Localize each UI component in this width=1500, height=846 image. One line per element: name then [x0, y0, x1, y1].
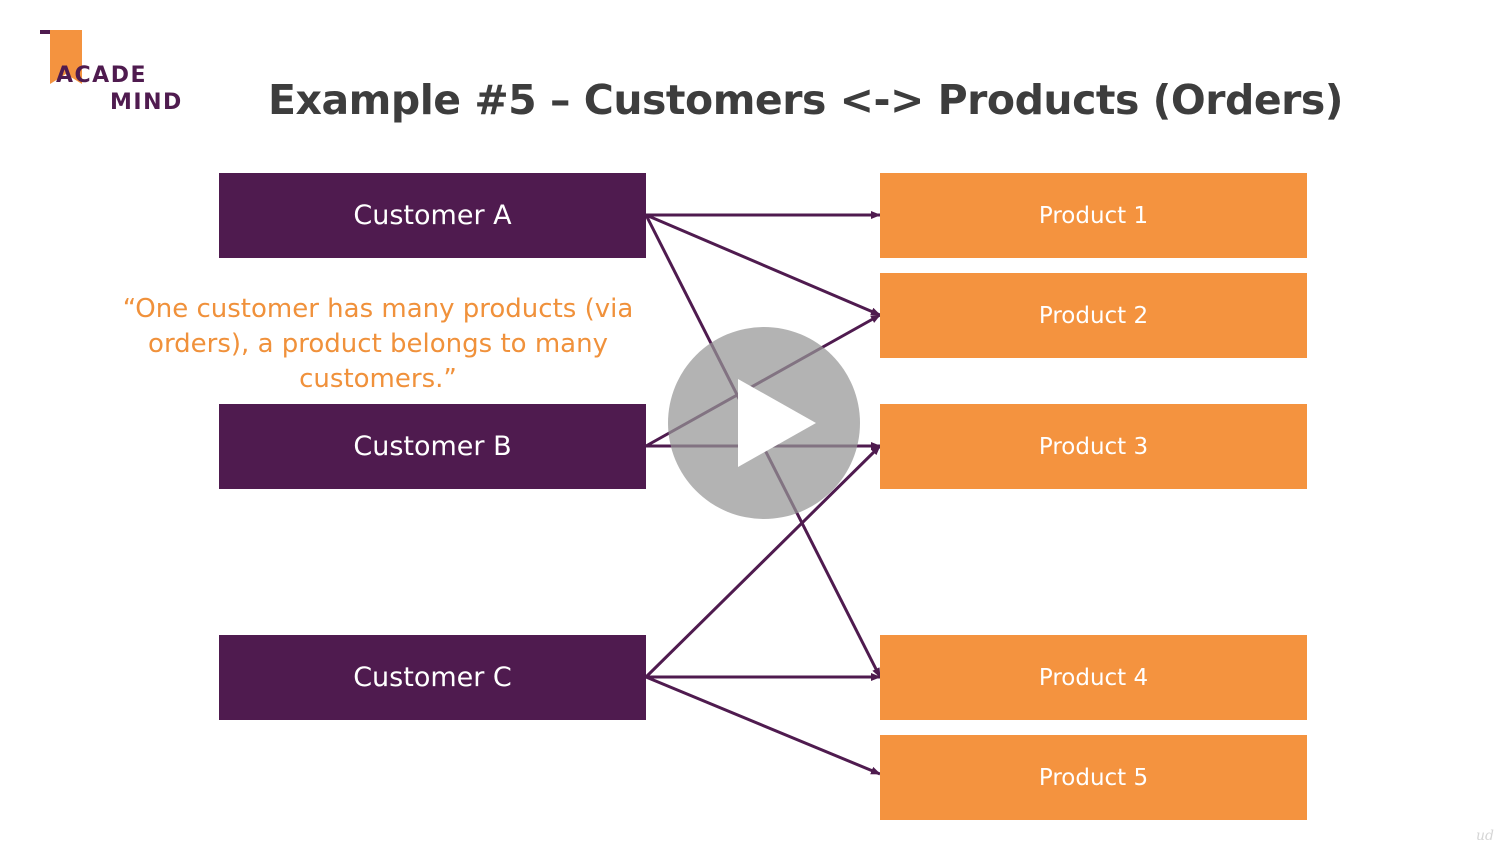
relation-arrow: [645, 675, 881, 776]
product-1-label: Product 1: [1038, 202, 1149, 229]
product-3-box: Product 3: [880, 404, 1307, 489]
logo-bookmark-icon: [40, 30, 82, 84]
slide-title: Example #5 – Customers <-> Products (Ord…: [268, 76, 1344, 124]
play-icon: [738, 379, 816, 467]
logo-line-1: ACADE: [56, 63, 147, 88]
product-3-label: Product 3: [1038, 433, 1149, 460]
relationship-quote: “One customer has many products (via ord…: [122, 294, 634, 394]
product-4-label: Product 4: [1038, 664, 1149, 691]
product-1-box: Product 1: [880, 173, 1307, 258]
product-5-label: Product 5: [1038, 764, 1149, 791]
product-4-box: Product 4: [880, 635, 1307, 720]
relation-arrow: [645, 213, 881, 317]
customer-b-label: Customer B: [353, 431, 512, 462]
product-2-box: Product 2: [880, 273, 1307, 358]
relation-arrow: [644, 444, 882, 679]
product-5-box: Product 5: [880, 735, 1307, 820]
academind-logo: ACADE MIND: [38, 28, 198, 120]
customer-a-box: Customer A: [219, 173, 646, 258]
customer-b-box: Customer B: [219, 404, 646, 489]
watermark-logo: ud: [1476, 828, 1494, 844]
logo-line-2: MIND: [110, 90, 183, 115]
product-2-label: Product 2: [1038, 302, 1149, 329]
play-button[interactable]: [668, 327, 860, 519]
customer-c-label: Customer C: [353, 662, 512, 693]
customer-c-box: Customer C: [219, 635, 646, 720]
customer-a-label: Customer A: [353, 200, 512, 231]
